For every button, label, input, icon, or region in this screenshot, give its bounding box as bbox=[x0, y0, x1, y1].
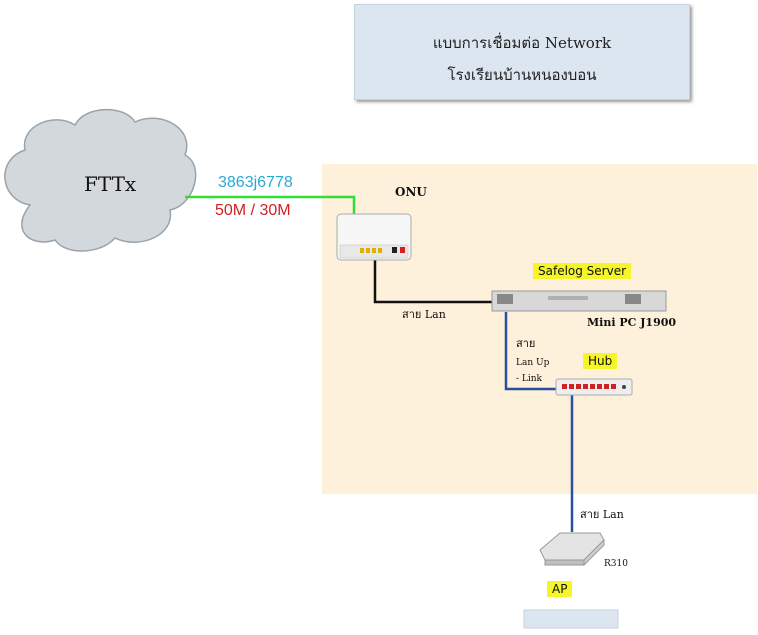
server-model-label: Mini PC J1900 bbox=[587, 316, 677, 329]
cloud-icon bbox=[4, 108, 197, 252]
connection-speed-label: 50M / 30M bbox=[215, 202, 291, 219]
cable-label-onu-server-text: สาย Lan bbox=[402, 308, 446, 321]
cloud-label: FTTx bbox=[84, 172, 137, 196]
lan-line-onu-server bbox=[373, 248, 492, 304]
ap-label: AP bbox=[547, 581, 573, 597]
cable-label-server-hub: สาย Lan Up - Link bbox=[516, 334, 549, 384]
onu-label: ONU bbox=[395, 185, 427, 199]
bottom-box bbox=[523, 609, 619, 629]
hub-device-icon bbox=[555, 378, 633, 396]
onu-device-icon bbox=[336, 213, 412, 261]
fiber-line bbox=[185, 195, 356, 215]
diagram-title-box: แบบการเชื่อมต่อ Network โรงเรียนบ้านหนอง… bbox=[354, 4, 690, 100]
access-point-icon bbox=[539, 532, 605, 567]
cable-label-onu-server: สาย Lan bbox=[402, 305, 446, 323]
lan-line-server-hub bbox=[504, 312, 560, 391]
cable-label-server-hub-line3: - Link bbox=[516, 374, 543, 384]
cable-label-server-hub-line2: Lan Up bbox=[516, 358, 550, 368]
title-line-1: แบบการเชื่อมต่อ Network bbox=[432, 34, 612, 52]
cable-label-hub-ap: สาย Lan bbox=[580, 508, 624, 521]
hub-label: Hub bbox=[583, 353, 618, 369]
cable-label-server-hub-line1: สาย bbox=[516, 337, 536, 350]
ap-model-label: R310 bbox=[604, 559, 628, 569]
server-device-icon bbox=[491, 290, 667, 312]
title-line-2: โรงเรียนบ้านหนองบอน bbox=[447, 66, 597, 84]
server-label: Safelog Server bbox=[533, 263, 632, 279]
connection-id-label: 3863j6778 bbox=[218, 174, 293, 191]
